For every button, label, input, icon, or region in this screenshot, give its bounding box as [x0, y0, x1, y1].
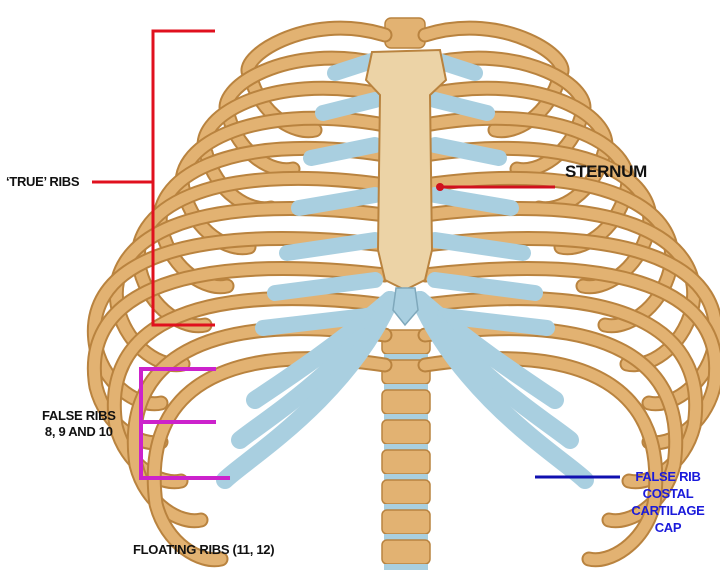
costal-cartilage	[427, 92, 495, 121]
costal-cartilage	[427, 137, 507, 166]
costal-cartilage	[427, 232, 531, 261]
costal-cartilage	[291, 187, 383, 216]
true-ribs-bracket	[92, 29, 215, 327]
false-rib-cap-line2: COSTAL	[642, 486, 694, 501]
costal-cartilage	[427, 272, 543, 301]
intervertebral-disc	[384, 534, 428, 540]
floating-rib	[419, 353, 662, 566]
false-rib-costal-cartilage	[411, 291, 594, 489]
vertebral-column	[381, 17, 431, 570]
intervertebral-disc	[384, 414, 428, 420]
sternum-label: STERNUM	[565, 162, 647, 181]
intervertebral-disc	[384, 564, 428, 570]
vertebra	[381, 509, 431, 535]
false-ribs-bracket	[139, 367, 230, 480]
false-ribs-label-line2: 8, 9 AND 10	[44, 424, 113, 439]
false-rib-cap-line4: CAP	[654, 520, 682, 535]
floating-rib	[148, 353, 391, 566]
vertebra	[381, 539, 431, 565]
vertebra	[381, 389, 431, 415]
intervertebral-disc	[384, 474, 428, 480]
costal-cartilage	[267, 272, 383, 301]
sternum-pointer	[436, 183, 555, 191]
intervertebral-disc	[384, 444, 428, 450]
costal-cartilage	[279, 232, 383, 261]
intervertebral-disc	[384, 504, 428, 510]
xiphoid-process	[392, 287, 419, 327]
costal-cartilage	[427, 187, 519, 216]
false-rib-cap-label: FALSE RIB COSTAL CARTILAGE CAP	[622, 468, 714, 536]
sternum	[364, 48, 448, 292]
floating-ribs-label: FLOATING RIBS (11, 12)	[133, 542, 275, 557]
false-rib	[419, 233, 720, 410]
false-ribs-label: FALSE RIBS 8, 9 AND 10	[42, 408, 116, 440]
true-ribs-label: ‘TRUE’ RIBS	[6, 174, 80, 189]
false-ribs-label-line1: FALSE RIBS	[42, 408, 116, 423]
costal-cartilage	[327, 52, 383, 81]
vertebra	[381, 449, 431, 475]
vertebra	[381, 419, 431, 445]
false-rib	[89, 233, 391, 410]
false-rib-cap-line1: FALSE RIB	[635, 469, 701, 484]
false-rib-cap-line3: CARTILAGE	[631, 503, 705, 518]
intervertebral-disc	[384, 354, 428, 360]
false-rib-costal-cartilage	[216, 291, 399, 489]
costal-cartilage	[315, 92, 383, 121]
costal-cartilages	[216, 52, 594, 489]
intervertebral-disc	[384, 384, 428, 390]
costal-cartilage	[303, 137, 383, 166]
vertebra	[381, 479, 431, 505]
ribs	[86, 20, 720, 568]
